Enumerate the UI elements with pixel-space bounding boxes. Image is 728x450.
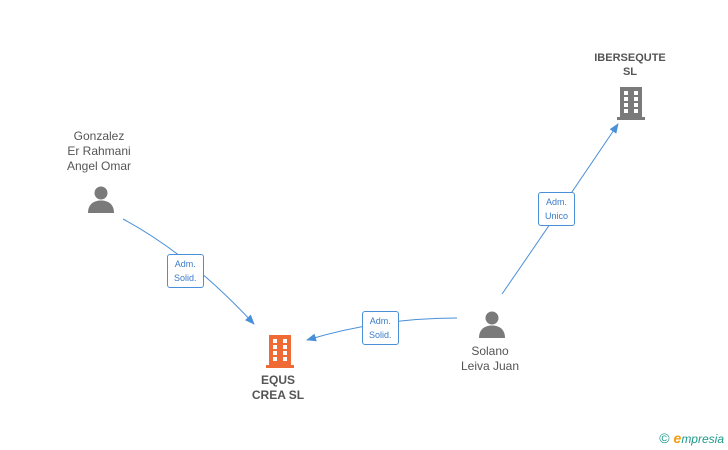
brand-name: mpresia — [681, 432, 724, 446]
footer-brand: © empresia — [659, 430, 724, 446]
person-icon[interactable] — [86, 184, 116, 214]
edge-label-solano-equs: Adm. Solid. — [362, 311, 399, 345]
node-label-solano[interactable]: Solano Leiva Juan — [460, 344, 520, 373]
node-label-gonzalez[interactable]: Gonzalez Er Rahmani Angel Omar — [66, 129, 132, 173]
edge-label-gonzalez-equs: Adm. Solid. — [167, 254, 204, 288]
brand-initial: e — [673, 430, 682, 446]
building-icon-main[interactable] — [264, 334, 296, 368]
node-label-ibersequte[interactable]: IBERSEQUTE SL — [594, 52, 666, 78]
brand-logo[interactable]: empresia — [674, 430, 724, 446]
node-label-equs[interactable]: EQUS CREA SL — [251, 373, 305, 402]
edge-label-solano-ibersequte: Adm. Unico — [538, 192, 576, 226]
copyright-symbol: © — [659, 430, 670, 446]
building-icon[interactable] — [615, 86, 647, 120]
person-icon[interactable] — [477, 309, 507, 339]
